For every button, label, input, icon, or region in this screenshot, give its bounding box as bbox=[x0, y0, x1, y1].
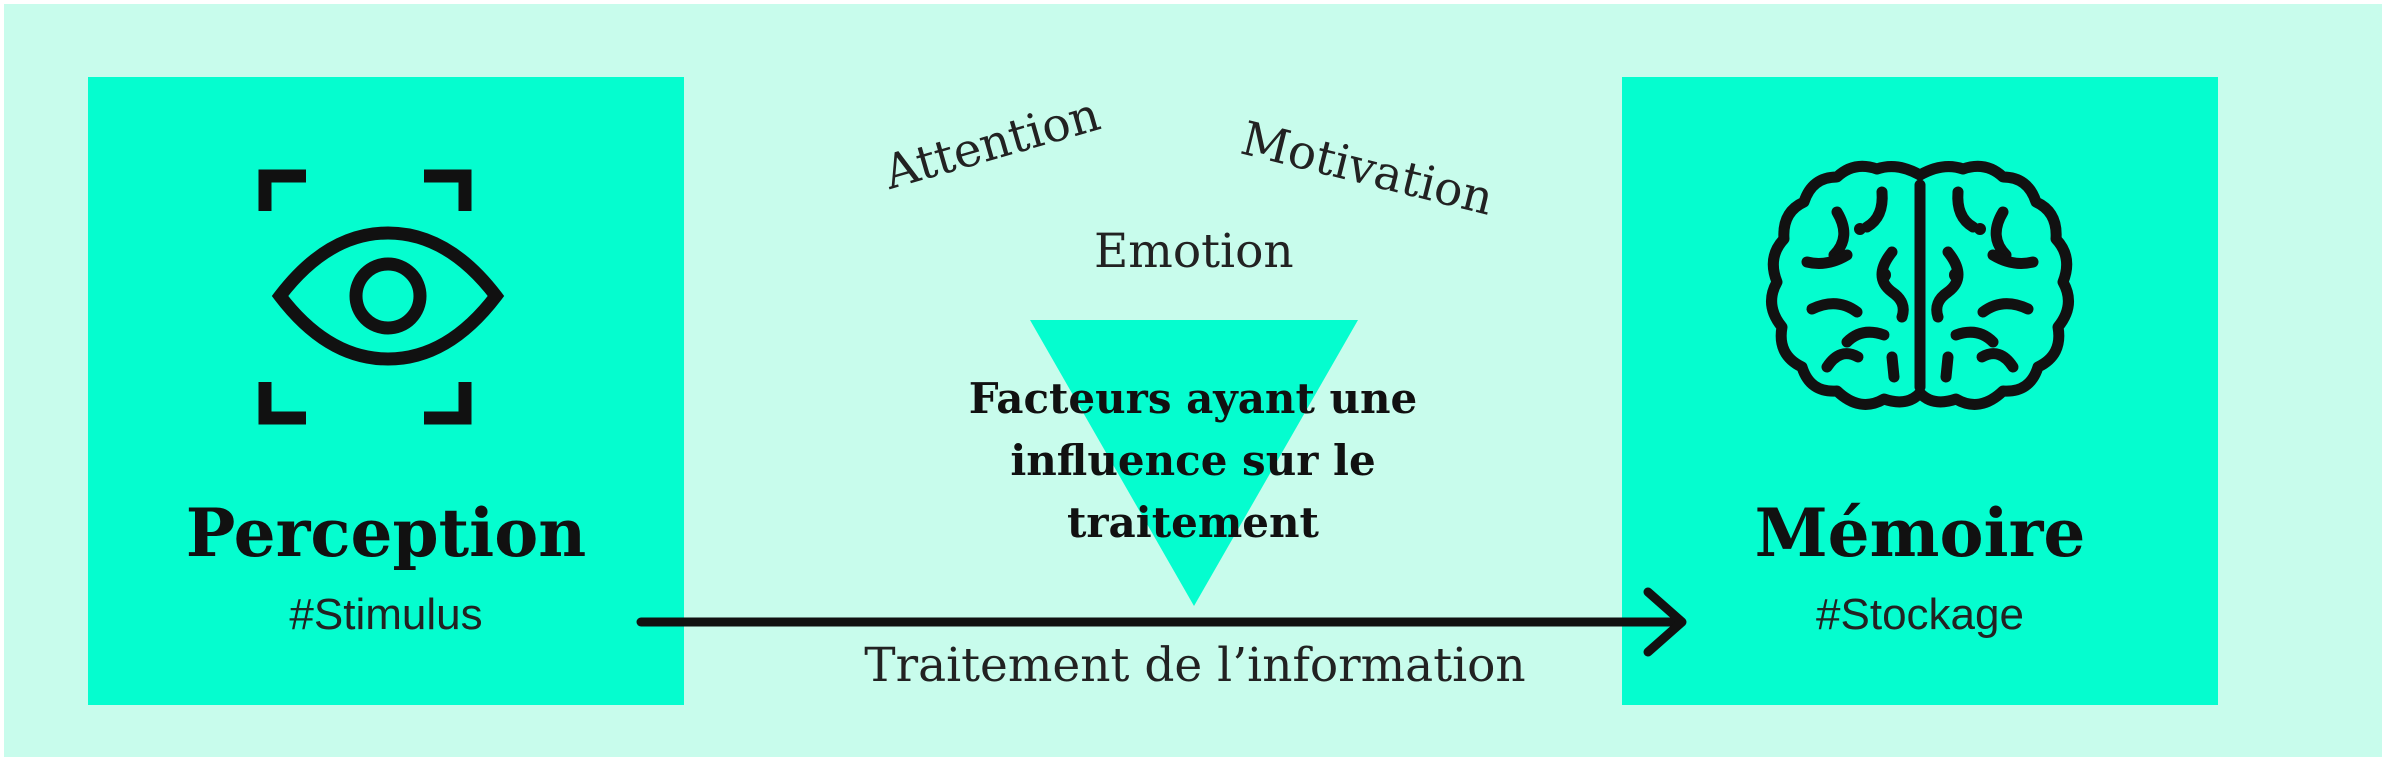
perception-subtitle: #Stimulus bbox=[289, 590, 483, 639]
memoire-title: Mémoire bbox=[1754, 494, 2086, 572]
eye-focus-icon bbox=[258, 169, 505, 425]
brain-icon bbox=[1766, 160, 2074, 410]
perception-title: Perception bbox=[185, 494, 587, 572]
process-label: Traitement de l’information bbox=[864, 638, 1526, 693]
factors-funnel-triangle bbox=[1030, 320, 1358, 606]
factors-label: Facteurs ayant une influence sur le trai… bbox=[968, 374, 1418, 547]
arrow-right-icon bbox=[636, 587, 1687, 657]
memoire-subtitle: #Stockage bbox=[1816, 590, 2024, 639]
perception-panel: Perception #Stimulus bbox=[88, 77, 684, 705]
factor-emotion: Emotion bbox=[1094, 224, 1294, 279]
memoire-panel: Mémoire #Stockage bbox=[1622, 77, 2218, 705]
